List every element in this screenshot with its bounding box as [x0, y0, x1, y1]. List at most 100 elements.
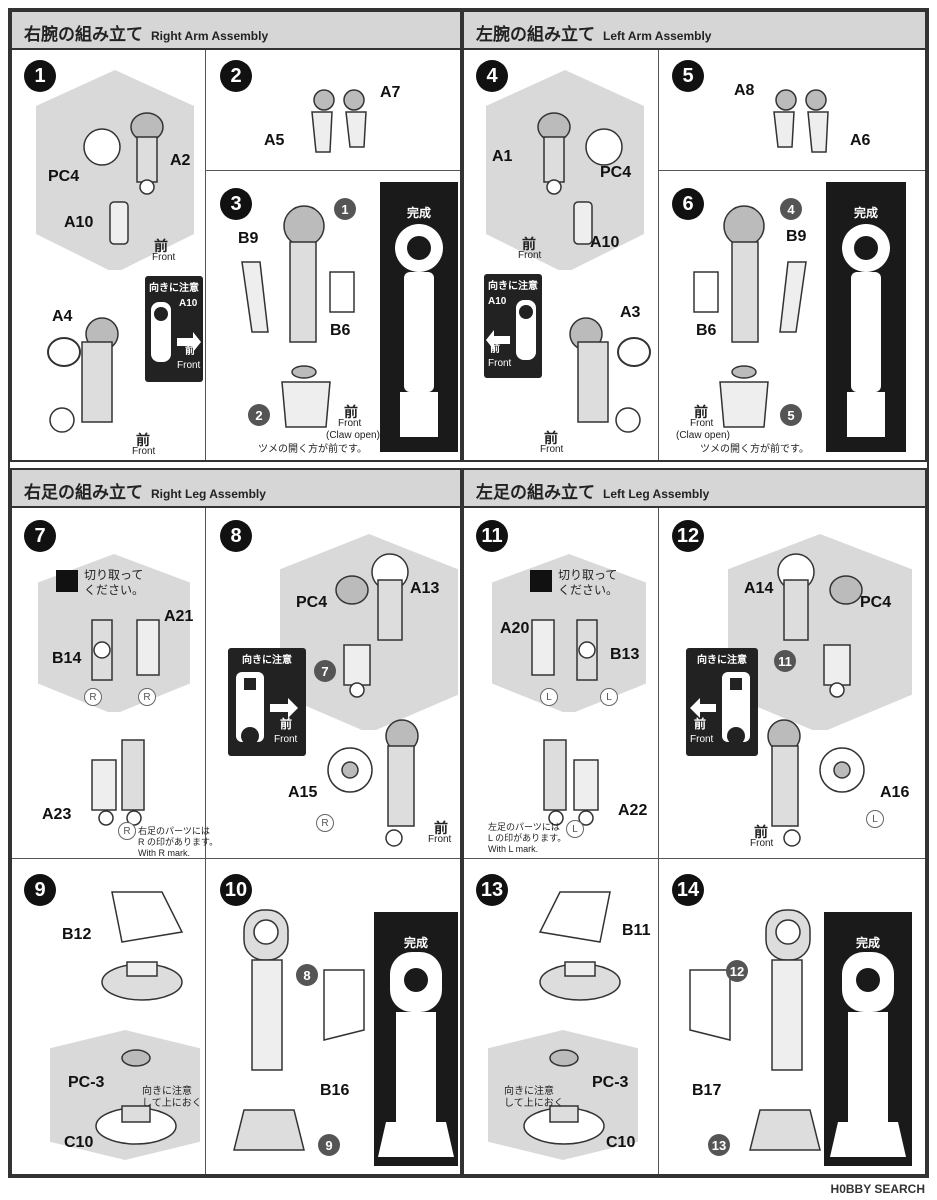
part-label: B6 — [330, 322, 351, 339]
step-reference: 9 — [318, 1134, 340, 1156]
part-diagram — [689, 909, 821, 1151]
front-label: 前 — [344, 404, 358, 420]
placement-note: 向きに注意して上におく — [142, 1086, 202, 1109]
cut-note: 切り取ってください。 — [558, 568, 619, 597]
completed-panel: 完成 — [380, 182, 458, 452]
watermark: H0BBY SEARCH — [830, 1182, 925, 1196]
detail-panel — [492, 554, 646, 712]
part-label: A10 — [64, 214, 94, 231]
part-label: PC-3 — [592, 1074, 629, 1091]
part-label: A15 — [288, 784, 318, 801]
part-diagram — [311, 89, 367, 153]
part-label: PC4 — [296, 594, 328, 611]
part-diagram — [531, 619, 598, 681]
part-label: PC4 — [860, 594, 892, 611]
front-label-en: Front — [338, 418, 362, 429]
front-label-en: Front — [540, 444, 564, 455]
part-diagram — [543, 739, 599, 826]
front-label: 前 — [754, 824, 768, 840]
step-number: 5 — [672, 60, 704, 92]
part-diagram — [101, 891, 184, 1001]
caution-box: 向きに注意 前 Front — [686, 648, 758, 756]
l-mark: L — [600, 688, 618, 706]
part-diagram — [233, 909, 365, 1151]
part-label: A5 — [264, 132, 285, 149]
front-label: 前 — [544, 430, 558, 446]
step-reference: 4 — [780, 198, 802, 220]
claw-note: ツメの開く方が前です。 — [700, 444, 809, 455]
part-diagram — [47, 317, 119, 433]
part-diagram — [83, 112, 164, 245]
r-mark: R — [138, 688, 156, 706]
completed-panel: 完成 — [374, 912, 458, 1166]
detail-panel — [728, 534, 912, 730]
step-reference: 7 — [314, 660, 336, 682]
step-reference: 13 — [708, 1134, 730, 1156]
part-label: C10 — [606, 1134, 636, 1151]
front-label: 前 — [694, 404, 708, 420]
l-mark: L — [540, 688, 558, 706]
detail-panel — [280, 534, 458, 730]
r-mark: R — [316, 814, 334, 832]
step-reference: 1 — [334, 198, 356, 220]
front-label-en: Front — [152, 252, 176, 263]
part-label: PC4 — [48, 168, 80, 185]
step-number: 7 — [24, 520, 56, 552]
part-label: PC-3 — [68, 1074, 105, 1091]
part-label: A21 — [164, 608, 194, 625]
part-label: A13 — [410, 580, 440, 597]
part-label: A1 — [492, 148, 513, 165]
part-label: A2 — [170, 152, 191, 169]
caution-box: 向きに注意 A10 前 Front — [484, 274, 542, 378]
r-mark: R — [118, 822, 136, 840]
part-label: A14 — [744, 580, 774, 597]
part-label: C10 — [64, 1134, 94, 1151]
part-diagram — [91, 619, 160, 681]
part-diagram — [523, 1049, 605, 1145]
part-diagram — [569, 317, 651, 433]
part-label: A4 — [52, 308, 73, 325]
part-label: A23 — [42, 806, 72, 823]
part-diagram — [91, 739, 145, 826]
front-label: 前 — [154, 238, 168, 254]
part-label: A6 — [850, 132, 871, 149]
caution-box: 向きに注意 前 Front — [228, 648, 306, 756]
r-mark: R — [84, 688, 102, 706]
step-reference: 8 — [296, 964, 318, 986]
front-label: 前 — [136, 432, 150, 448]
step-number: 12 — [672, 520, 704, 552]
step-number: 3 — [220, 188, 252, 220]
claw-open-label: (Claw open) — [676, 430, 730, 441]
step-reference: 5 — [780, 404, 802, 426]
detail-panel — [486, 70, 644, 270]
l-mark: L — [866, 810, 884, 828]
part-label: B13 — [610, 646, 640, 663]
part-diagram — [538, 891, 621, 1001]
step-number: 13 — [476, 874, 508, 906]
part-label: B9 — [238, 230, 259, 247]
claw-open-label: (Claw open) — [326, 430, 380, 441]
caution-box: 向きに注意 A10 前 Front — [145, 276, 203, 382]
front-label: 前 — [434, 820, 448, 836]
part-label: B9 — [786, 228, 807, 245]
step-number: 14 — [672, 874, 704, 906]
placement-note: 向きに注意して上におく — [504, 1086, 564, 1109]
cut-icon — [530, 570, 552, 592]
step-reference: 12 — [726, 960, 748, 982]
step-number: 9 — [24, 874, 56, 906]
cut-note: 切り取ってください。 — [84, 568, 145, 597]
step-reference: 2 — [248, 404, 270, 426]
front-label-en: Front — [428, 834, 452, 845]
part-diagram — [241, 205, 355, 428]
part-diagram — [537, 112, 623, 245]
part-label: B6 — [696, 322, 717, 339]
part-diagram — [95, 1049, 177, 1145]
